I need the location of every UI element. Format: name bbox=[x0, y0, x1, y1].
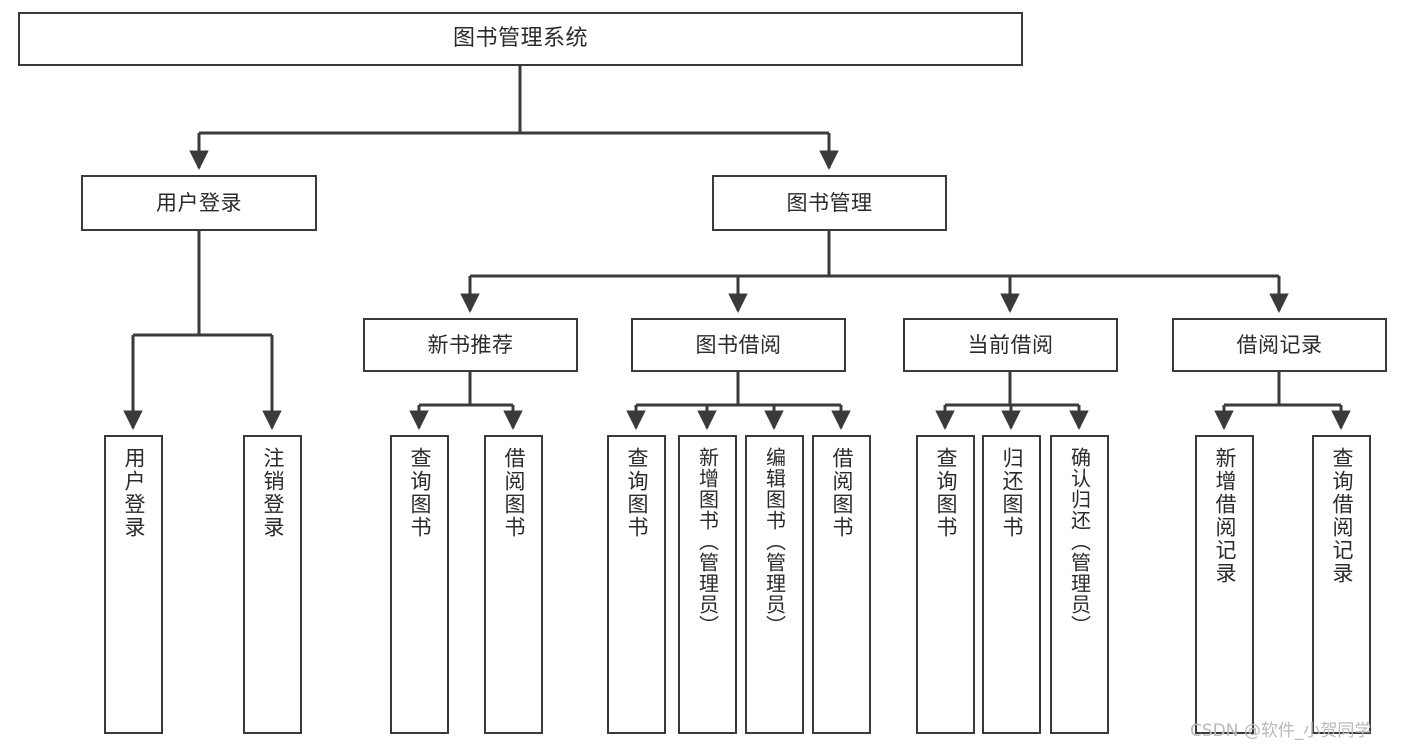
edge-group-book-management bbox=[460, 231, 1289, 313]
node-current-borrow-label: 当前借阅 bbox=[967, 332, 1054, 357]
node-borrow-record[interactable]: 借阅记录 bbox=[1172, 318, 1387, 372]
node-leaf-confirm-return-admin-label: 确认归还（管理员） bbox=[1067, 447, 1092, 636]
edge-group-current-borrow bbox=[935, 372, 1089, 430]
node-leaf-add-book-admin[interactable]: 新增图书（管理员） bbox=[678, 435, 737, 734]
edge-group-book-borrow bbox=[626, 372, 851, 430]
node-leaf-return-book[interactable]: 归还图书 bbox=[982, 435, 1041, 734]
node-current-borrow[interactable]: 当前借阅 bbox=[903, 318, 1118, 372]
node-leaf-query-borrow-record[interactable]: 查询借阅记录 bbox=[1312, 435, 1371, 734]
node-leaf-query-book-1-label: 查询图书 bbox=[408, 447, 432, 539]
node-leaf-user-login-label: 用户登录 bbox=[122, 447, 146, 539]
node-leaf-logout-login-label: 注销登录 bbox=[261, 447, 285, 539]
node-book-borrow[interactable]: 图书借阅 bbox=[631, 318, 846, 372]
node-leaf-borrow-book-2[interactable]: 借阅图书 bbox=[812, 435, 871, 734]
node-leaf-add-book-admin-label: 新增图书（管理员） bbox=[695, 447, 720, 636]
node-leaf-query-book-2[interactable]: 查询图书 bbox=[607, 435, 666, 734]
node-new-book-recommend[interactable]: 新书推荐 bbox=[363, 318, 578, 372]
node-leaf-borrow-book-2-label: 借阅图书 bbox=[830, 447, 854, 539]
node-root[interactable]: 图书管理系统 bbox=[18, 12, 1023, 66]
node-book-management[interactable]: 图书管理 bbox=[712, 175, 947, 231]
node-leaf-borrow-book-1[interactable]: 借阅图书 bbox=[484, 435, 543, 734]
edge-group-root bbox=[189, 66, 839, 170]
node-leaf-add-borrow-record-label: 新增借阅记录 bbox=[1213, 447, 1237, 585]
node-leaf-query-book-2-label: 查询图书 bbox=[625, 447, 649, 539]
node-leaf-query-book-3[interactable]: 查询图书 bbox=[916, 435, 975, 734]
node-leaf-query-book-3-label: 查询图书 bbox=[934, 447, 958, 539]
node-user-login[interactable]: 用户登录 bbox=[81, 175, 317, 231]
node-leaf-logout-login[interactable]: 注销登录 bbox=[243, 435, 302, 734]
node-leaf-add-borrow-record[interactable]: 新增借阅记录 bbox=[1195, 435, 1254, 734]
node-new-book-recommend-label: 新书推荐 bbox=[427, 332, 514, 357]
node-leaf-edit-book-admin-label: 编辑图书（管理员） bbox=[762, 447, 787, 636]
node-leaf-edit-book-admin[interactable]: 编辑图书（管理员） bbox=[745, 435, 804, 734]
node-root-label: 图书管理系统 bbox=[452, 26, 588, 52]
edge-group-new-book-recommend bbox=[409, 372, 523, 430]
node-book-management-label: 图书管理 bbox=[786, 190, 873, 215]
csdn-watermark: CSDN @软件_小贺同学 bbox=[1190, 721, 1372, 741]
edge-group-borrow-record bbox=[1214, 372, 1351, 430]
node-leaf-confirm-return-admin[interactable]: 确认归还（管理员） bbox=[1050, 435, 1109, 734]
node-leaf-query-borrow-record-label: 查询借阅记录 bbox=[1330, 447, 1354, 585]
node-book-borrow-label: 图书借阅 bbox=[695, 332, 782, 357]
node-user-login-label: 用户登录 bbox=[156, 190, 242, 215]
node-leaf-borrow-book-1-label: 借阅图书 bbox=[502, 447, 526, 539]
node-leaf-query-book-1[interactable]: 查询图书 bbox=[390, 435, 449, 734]
edge-group-user-login bbox=[123, 231, 282, 430]
node-leaf-user-login[interactable]: 用户登录 bbox=[104, 435, 163, 734]
node-borrow-record-label: 借阅记录 bbox=[1236, 332, 1323, 357]
node-leaf-return-book-label: 归还图书 bbox=[1000, 447, 1024, 539]
